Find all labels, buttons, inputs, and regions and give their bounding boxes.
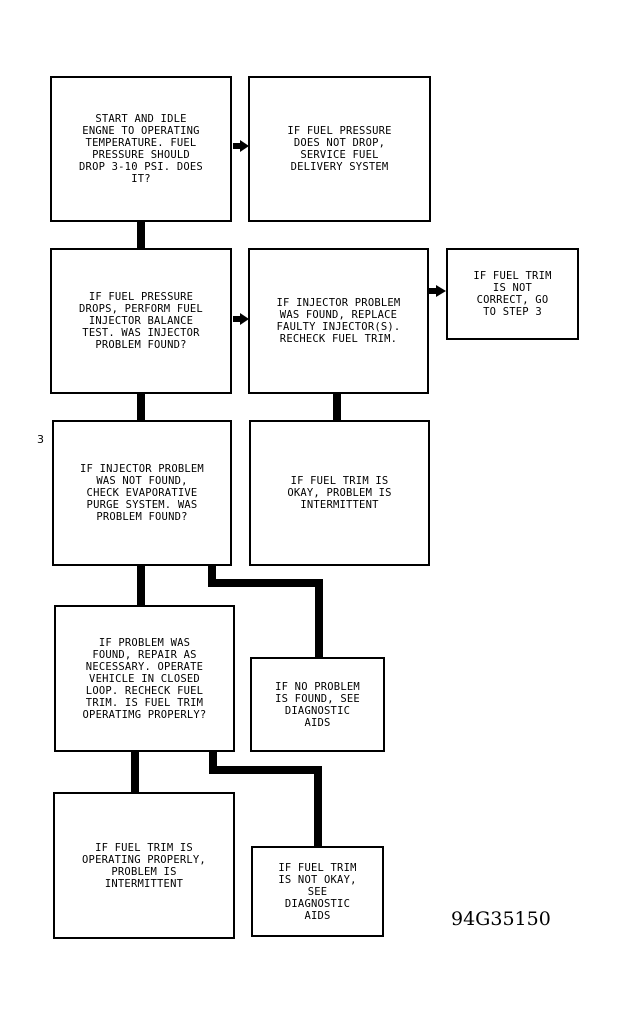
box-no-drop: IF FUEL PRESSURE DOES NOT DROP, SERVICE …: [248, 76, 431, 222]
box-balance-test: IF FUEL PRESSURE DROPS, PERFORM FUEL INJ…: [50, 248, 232, 394]
box-no-drop-text: IF FUEL PRESSURE DOES NOT DROP, SERVICE …: [287, 125, 392, 173]
box-trim-not-okay-aids-text: IF FUEL TRIM IS NOT OKAY, SEE DIAGNOSTIC…: [278, 861, 357, 922]
connector-repair-branch-across: [209, 766, 322, 774]
figure-id: 94G35150: [451, 908, 551, 930]
box-evap-purge-text: IF INJECTOR PROBLEM WAS NOT FOUND, CHECK…: [80, 463, 204, 523]
connector-evap-branch-to-no-problem: [315, 579, 323, 657]
connector-evap-branch-across: [208, 579, 323, 587]
box-trim-okay-intermittent: IF FUEL TRIM IS OKAY, PROBLEM IS INTERMI…: [249, 420, 430, 566]
box-trim-okay-intermittent-text: IF FUEL TRIM IS OKAY, PROBLEM IS INTERMI…: [287, 475, 392, 511]
connector-replace-to-trim-okay: [333, 392, 341, 420]
connector-repair-branch-down: [209, 750, 217, 774]
arrow-start-to-no-drop: [240, 140, 249, 152]
box-no-problem-aids: IF NO PROBLEM IS FOUND, SEE DIAGNOSTIC A…: [250, 657, 385, 752]
connector-repair-to-operating: [131, 750, 139, 792]
connector-balance-to-evap: [137, 392, 145, 420]
box-trim-operating-intermittent: IF FUEL TRIM IS OPERATING PROPERLY, PROB…: [53, 792, 235, 939]
connector-repair-branch-to-not-okay: [314, 766, 322, 846]
connector-evap-branch-down: [208, 565, 216, 587]
box-start-idle: START AND IDLE ENGNE TO OPERATING TEMPER…: [50, 76, 232, 222]
box-trim-not-okay-aids: IF FUEL TRIM IS NOT OKAY, SEE DIAGNOSTIC…: [251, 846, 384, 937]
step-3-label: 3: [37, 433, 44, 446]
box-trim-not-correct: IF FUEL TRIM IS NOT CORRECT, GO TO STEP …: [446, 248, 579, 340]
box-no-problem-aids-text: IF NO PROBLEM IS FOUND, SEE DIAGNOSTIC A…: [275, 680, 360, 729]
arrow-balance-to-replace: [240, 313, 249, 325]
connector-start-to-balance: [137, 220, 145, 248]
box-replace-injector-text: IF INJECTOR PROBLEM WAS FOUND, REPLACE F…: [276, 297, 401, 345]
box-evap-purge: IF INJECTOR PROBLEM WAS NOT FOUND, CHECK…: [52, 420, 232, 566]
box-trim-not-correct-text: IF FUEL TRIM IS NOT CORRECT, GO TO STEP …: [473, 270, 552, 318]
connector-evap-to-repair: [137, 565, 145, 605]
box-start-idle-text: START AND IDLE ENGNE TO OPERATING TEMPER…: [79, 113, 203, 185]
box-replace-injector: IF INJECTOR PROBLEM WAS FOUND, REPLACE F…: [248, 248, 429, 394]
box-trim-operating-intermittent-text: IF FUEL TRIM IS OPERATING PROPERLY, PROB…: [82, 841, 206, 890]
box-repair-closed-loop-text: IF PROBLEM WAS FOUND, REPAIR AS NECESSAR…: [82, 636, 207, 721]
box-balance-test-text: IF FUEL PRESSURE DROPS, PERFORM FUEL INJ…: [79, 291, 203, 351]
box-repair-closed-loop: IF PROBLEM WAS FOUND, REPAIR AS NECESSAR…: [54, 605, 235, 752]
arrow-replace-to-trim-not-correct: [436, 285, 446, 297]
